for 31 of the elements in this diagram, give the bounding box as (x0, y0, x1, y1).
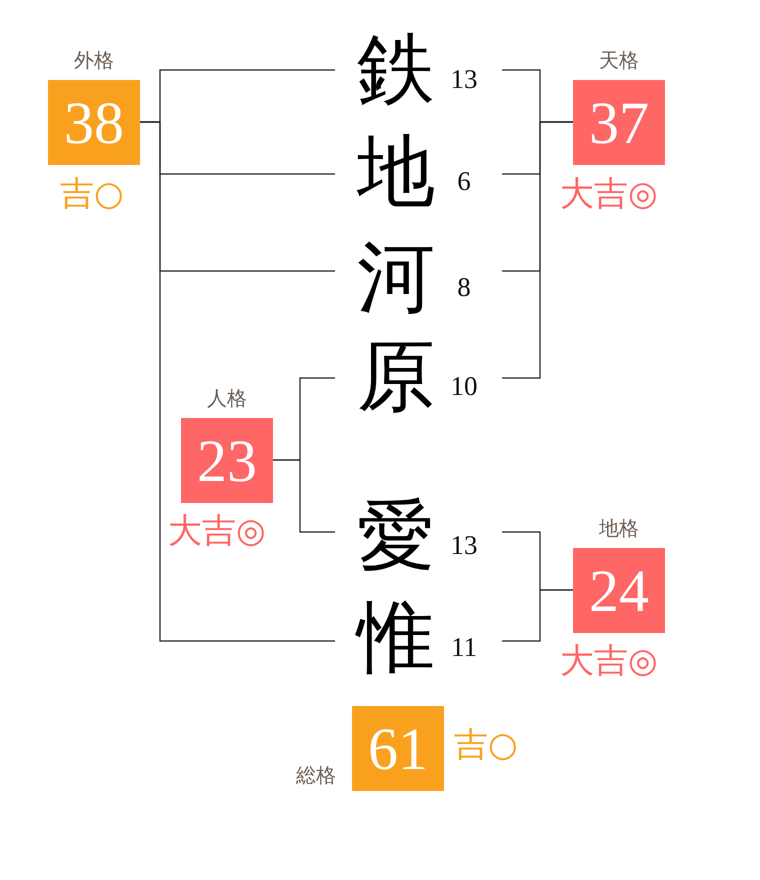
score-number: 38 (64, 92, 124, 152)
fortune-label: 吉○ (454, 728, 518, 762)
connector-line (502, 121, 573, 379)
category-heading: 地格 (599, 516, 639, 540)
connector-line (502, 589, 573, 642)
category-heading: 外格 (74, 48, 114, 72)
kanji-character: 地 (357, 133, 435, 211)
kanji-character: 愛 (357, 497, 435, 575)
score-number: 37 (589, 92, 649, 152)
stroke-count: 10 (450, 373, 478, 400)
kanji-character: 河 (357, 239, 435, 317)
category-heading: 天格 (599, 48, 639, 72)
category-heading: 人格 (207, 386, 247, 410)
stroke-count: 13 (450, 532, 478, 559)
stroke-count: 6 (457, 168, 471, 195)
fortune-label: 大吉◎ (560, 177, 658, 211)
fortune-label: 吉○ (60, 177, 124, 211)
kanji-character: 惟 (357, 599, 435, 677)
fortune-label: 大吉◎ (560, 644, 658, 678)
score-number: 61 (368, 718, 428, 778)
connector-line (140, 121, 335, 642)
score-number: 24 (589, 560, 649, 620)
fortune-label: 大吉◎ (168, 514, 266, 548)
connector-line (273, 459, 335, 533)
category-heading: 総格 (296, 763, 336, 787)
stroke-count: 8 (457, 274, 471, 301)
stroke-count: 13 (450, 66, 478, 93)
stroke-count: 11 (451, 634, 477, 661)
kanji-character: 鉄 (357, 31, 435, 109)
kanji-character: 原 (357, 338, 435, 416)
score-number: 23 (197, 430, 257, 490)
